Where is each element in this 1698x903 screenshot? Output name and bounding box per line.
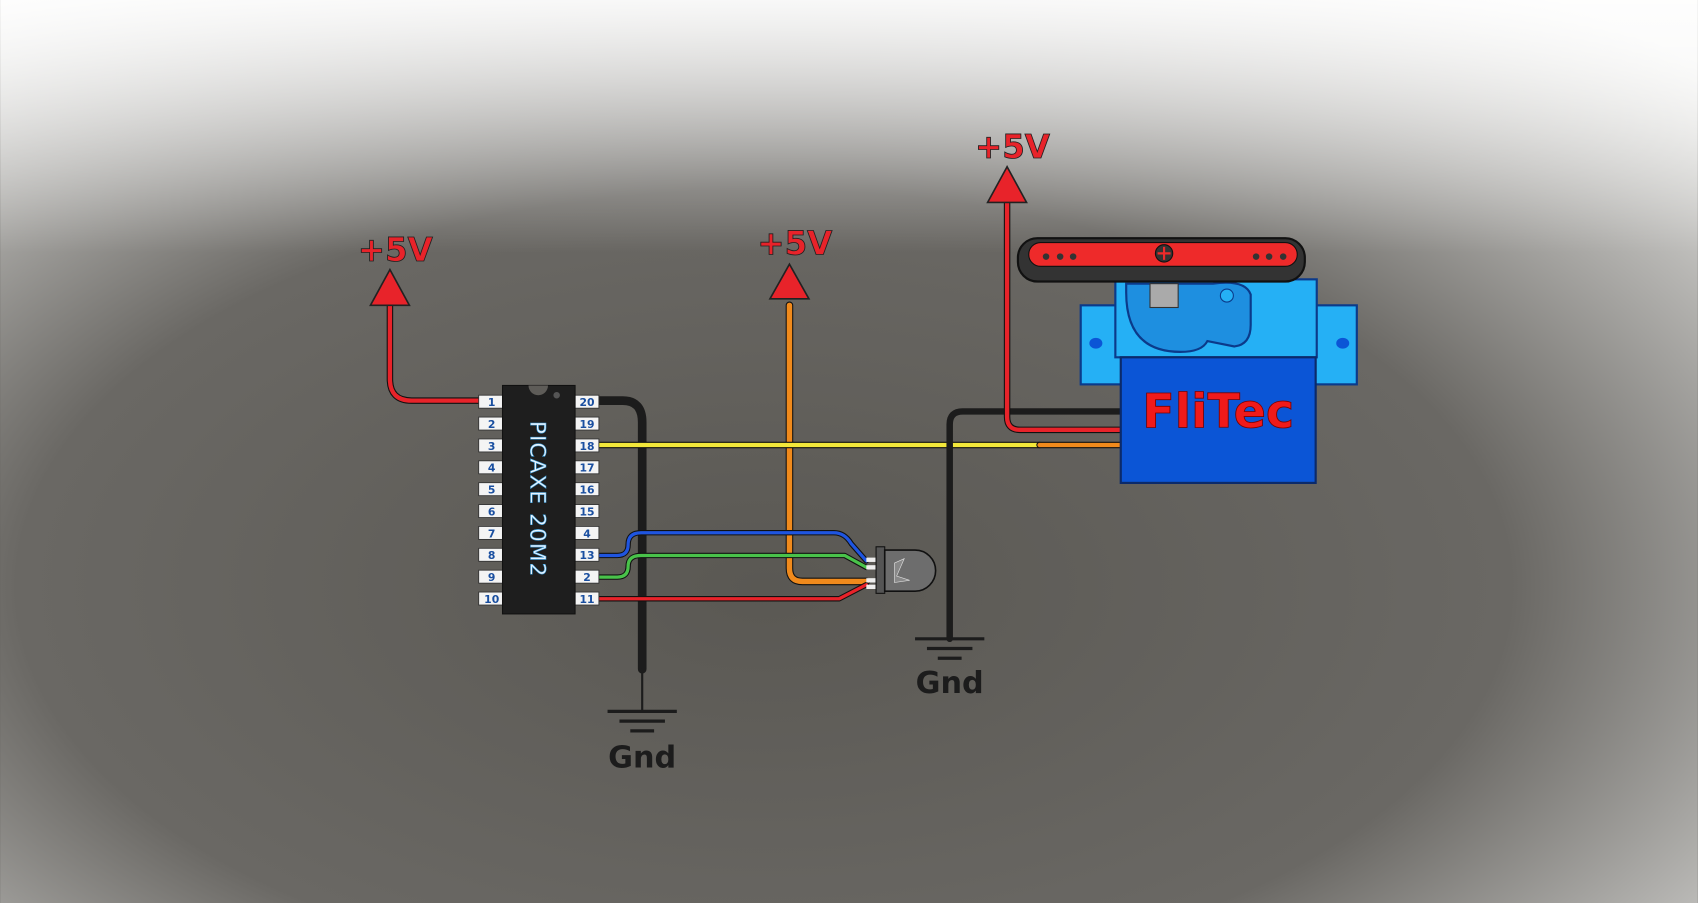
chip-pin-right: 11	[573, 591, 600, 606]
power-symbol-servo: +5V	[975, 128, 1050, 204]
power-label: +5V	[975, 128, 1050, 166]
power-symbol-led: +5V	[757, 224, 833, 300]
pin-number: 20	[579, 396, 594, 409]
pin-number: 2	[583, 571, 591, 584]
power-label: +5V	[757, 224, 832, 262]
chip-pin-right: 19	[573, 416, 600, 431]
pin-number: 6	[488, 505, 496, 518]
pin-number: 19	[579, 418, 594, 431]
ground-symbol-servo: Gnd	[915, 637, 985, 701]
pin-number: 15	[579, 505, 594, 518]
chip-pin-right: 15	[573, 504, 600, 518]
pin-number: 8	[488, 549, 496, 562]
picaxe-chip: 1 20 2 19 3 18 4 17 5 16 6 15 7 4 8 13 9 2 10 11 PICAXE 20M…	[478, 384, 600, 615]
power-arrow-icon	[369, 267, 411, 307]
chip-label: PICAXE 20M2	[525, 421, 550, 578]
power-arrow-icon	[768, 262, 811, 300]
ground-symbol-chip: Gnd	[607, 709, 677, 776]
chip-pin-left: 1	[478, 394, 505, 409]
chip-pin-left: 5	[478, 482, 505, 497]
chip-pin-left: 6	[478, 504, 505, 518]
chip-pin-right: 17	[573, 460, 600, 475]
pin-number: 9	[488, 571, 496, 584]
pin-number: 5	[488, 484, 496, 497]
chip-pin-right: 4	[573, 525, 600, 540]
ground-label: Gnd	[608, 741, 676, 776]
pin-number: 17	[579, 462, 594, 475]
pin-number: 1	[488, 396, 496, 409]
chip-pin-right: 2	[573, 569, 600, 584]
servo-brand: FliTec	[1142, 385, 1294, 440]
chip-pin-right: 16	[573, 482, 600, 497]
servo-body	[1119, 356, 1317, 484]
chip-pin-left: 3	[478, 438, 505, 453]
chip-pin-left: 4	[478, 460, 505, 475]
chip-pin-left: 9	[478, 569, 505, 584]
pin-number: 3	[488, 440, 496, 453]
pin-number: 4	[488, 462, 496, 475]
power-symbol-chip: +5V	[357, 231, 433, 307]
pin-number: 18	[579, 440, 594, 453]
pin-number: 2	[488, 418, 496, 431]
pin-number: 11	[579, 593, 594, 606]
servo-motor: FliTec	[1016, 237, 1358, 484]
pin-number: 10	[484, 593, 499, 606]
pin-number: 4	[583, 527, 591, 540]
pin-number: 16	[579, 484, 594, 497]
wire-ground-chip	[594, 396, 647, 674]
chip-pin-right: 20	[573, 394, 600, 409]
servo-flange-right	[1311, 304, 1358, 386]
wire-ground-servo	[946, 408, 1125, 643]
pin-number: 7	[488, 527, 496, 540]
chip-pin-left: 7	[478, 525, 505, 540]
chip-pin-right: 18	[573, 438, 600, 453]
rgb-led	[866, 546, 937, 594]
chip-pin-right: 13	[573, 547, 600, 562]
power-label: +5V	[358, 231, 433, 269]
chip-pin-left: 8	[478, 547, 505, 562]
pin-number: 13	[579, 549, 594, 562]
ground-label: Gnd	[916, 666, 984, 701]
chip-pin-left: 10	[478, 591, 505, 606]
power-arrow-icon	[986, 165, 1028, 204]
chip-pin-left: 2	[478, 416, 505, 431]
